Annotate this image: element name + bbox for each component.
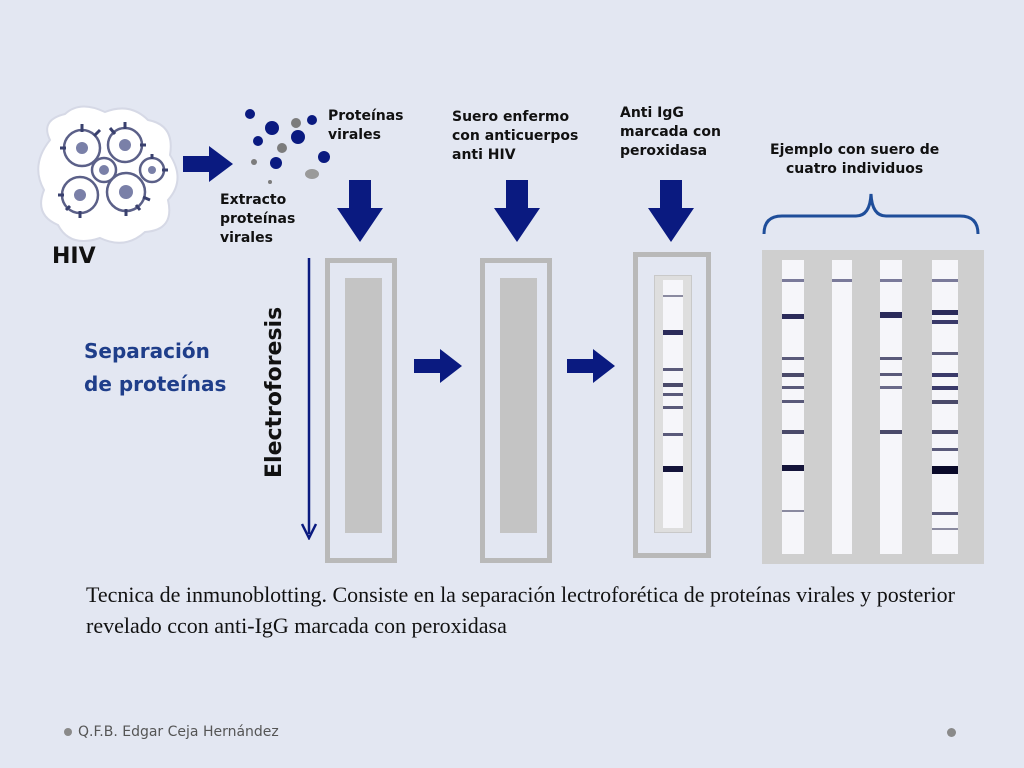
right-arrow-icon [414, 349, 462, 383]
serum-lane-4 [932, 260, 958, 554]
figure-caption: Tecnica de inmunoblotting. Consiste en l… [86, 582, 955, 638]
hiv-label: HIV [52, 244, 96, 269]
footer-page-dot [947, 728, 956, 737]
gel-lane [500, 278, 537, 533]
down-arrow-icon [648, 180, 694, 242]
electrophoresis-direction-arrow [300, 258, 318, 540]
four-individuals-panel [762, 250, 984, 564]
right-arrow-icon [183, 146, 233, 182]
separacion-label: Separación de proteínas [84, 339, 227, 396]
serum-lane-3 [880, 260, 902, 554]
blot-strip-2 [480, 258, 552, 563]
footer-author: Q.F.B. Edgar Ceja Hernández [78, 724, 279, 740]
curly-brace [762, 193, 980, 235]
serum-lane-2 [832, 260, 852, 554]
down-arrow-icon [337, 180, 383, 242]
down-arrow-icon [494, 180, 540, 242]
blot-strip-1 [325, 258, 397, 563]
suero-enfermo-label: Suero enfermo con anticuerpos anti HIV [452, 109, 579, 163]
gel-lane [345, 278, 382, 533]
viral-protein-dots [245, 109, 330, 184]
serum-lane-1 [782, 260, 804, 554]
electroforesis-label: Electroforesis [262, 306, 287, 478]
proteinas-virales-label: Proteínas virales [328, 108, 404, 143]
right-arrow-icon [567, 349, 615, 383]
developed-lane [654, 275, 692, 533]
hiv-virus-illustration [37, 105, 179, 244]
blot-strip-3 [633, 252, 711, 558]
anti-igg-label: Anti IgG marcada con peroxidasa [620, 105, 721, 159]
ejemplo-label: Ejemplo con suero de cuatro individuos [770, 142, 940, 177]
footer-bullet [64, 728, 72, 736]
extracto-label: Extracto proteínas virales [220, 192, 296, 246]
